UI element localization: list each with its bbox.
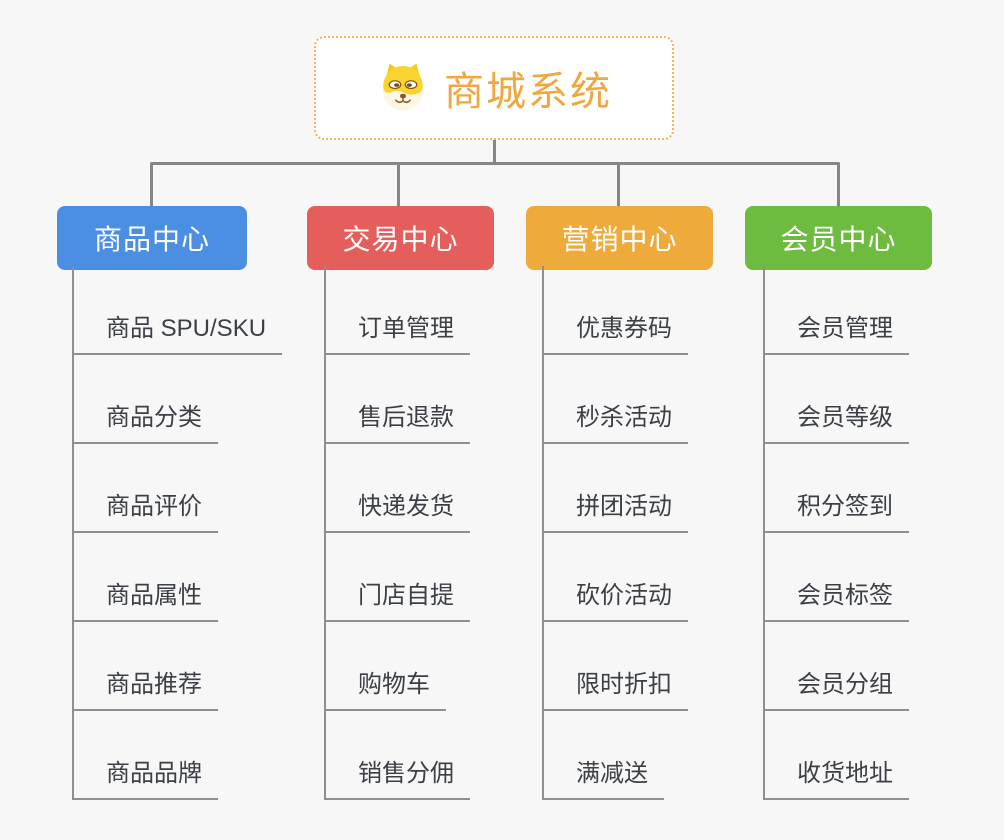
connector-root-stub bbox=[493, 140, 496, 164]
root-node-mall-system[interactable]: 商城系统 bbox=[314, 36, 674, 140]
leaf-item[interactable]: 会员等级 bbox=[763, 355, 909, 444]
branch-goods-center[interactable]: 商品中心 bbox=[57, 206, 247, 270]
leaf-item[interactable]: 拼团活动 bbox=[542, 444, 688, 533]
connector-trunk bbox=[542, 266, 544, 800]
leaf-item[interactable]: 快递发货 bbox=[324, 444, 470, 533]
leaf-item[interactable]: 满减送 bbox=[542, 711, 664, 800]
branch-column-marketing: 优惠券码秒杀活动拼团活动砍价活动限时折扣满减送 bbox=[542, 266, 688, 800]
leaf-item[interactable]: 积分签到 bbox=[763, 444, 909, 533]
connector-trunk bbox=[324, 266, 326, 800]
leaf-item[interactable]: 限时折扣 bbox=[542, 622, 688, 711]
connector-bus bbox=[150, 162, 840, 165]
leaf-item[interactable]: 会员管理 bbox=[763, 266, 909, 355]
root-title: 商城系统 bbox=[444, 70, 612, 114]
connector-drop bbox=[150, 164, 153, 206]
branch-label: 交易中心 bbox=[342, 224, 459, 255]
branch-trade-center[interactable]: 交易中心 bbox=[307, 206, 494, 270]
connector-trunk bbox=[72, 266, 74, 800]
connector-drop bbox=[837, 164, 840, 206]
leaf-item[interactable]: 商品 SPU/SKU bbox=[72, 266, 283, 355]
leaf-item[interactable]: 门店自提 bbox=[324, 533, 470, 622]
leaf-item[interactable]: 售后退款 bbox=[324, 355, 470, 444]
leaf-item[interactable]: 订单管理 bbox=[324, 266, 470, 355]
leaf-item[interactable]: 商品分类 bbox=[72, 355, 218, 444]
branch-label: 营销中心 bbox=[561, 224, 678, 255]
leaf-item[interactable]: 秒杀活动 bbox=[542, 355, 688, 444]
leaf-item[interactable]: 收货地址 bbox=[763, 711, 909, 800]
leaf-item[interactable]: 会员分组 bbox=[763, 622, 909, 711]
leaf-item[interactable]: 优惠券码 bbox=[542, 266, 688, 355]
doge-icon bbox=[382, 63, 424, 111]
leaf-item[interactable]: 砍价活动 bbox=[542, 533, 688, 622]
leaf-item[interactable]: 商品品牌 bbox=[72, 711, 218, 800]
connector-trunk bbox=[763, 266, 765, 800]
leaf-item[interactable]: 销售分佣 bbox=[324, 711, 470, 800]
leaf-item[interactable]: 购物车 bbox=[324, 622, 446, 711]
connector-drop bbox=[397, 164, 400, 206]
branch-label: 商品中心 bbox=[93, 224, 210, 255]
branch-column-member: 会员管理会员等级积分签到会员标签会员分组收货地址 bbox=[763, 266, 909, 800]
branch-marketing-center[interactable]: 营销中心 bbox=[526, 206, 713, 270]
leaf-item[interactable]: 商品评价 bbox=[72, 444, 218, 533]
branch-member-center[interactable]: 会员中心 bbox=[745, 206, 932, 270]
leaf-item[interactable]: 会员标签 bbox=[763, 533, 909, 622]
branch-column-trade: 订单管理售后退款快递发货门店自提购物车销售分佣 bbox=[324, 266, 470, 800]
leaf-item[interactable]: 商品推荐 bbox=[72, 622, 218, 711]
connector-drop bbox=[617, 164, 620, 206]
leaf-item[interactable]: 商品属性 bbox=[72, 533, 218, 622]
branch-label: 会员中心 bbox=[780, 224, 897, 255]
